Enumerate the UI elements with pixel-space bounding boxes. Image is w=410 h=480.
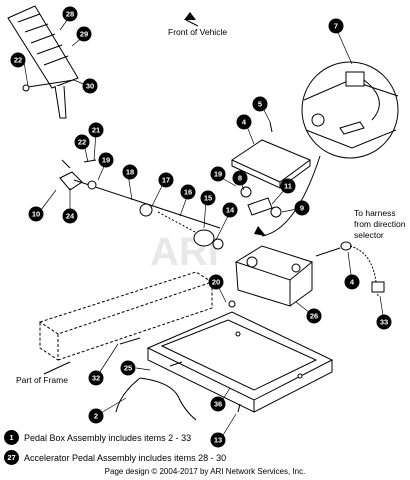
callout-number: 33: [380, 318, 388, 327]
callout-badge: [180, 184, 196, 200]
callout-badge: [200, 190, 216, 206]
callout-badge: [222, 202, 238, 218]
callout-number: 7: [334, 22, 338, 31]
callout-number: 13: [214, 436, 222, 445]
front-arrow-icon: [184, 12, 199, 27]
harness-label-line2: from direction: [354, 219, 406, 229]
callout-number: 29: [80, 30, 88, 39]
callout-number: 19: [214, 170, 222, 179]
callout-badge: [88, 122, 104, 138]
callout-badge: [280, 178, 296, 194]
callout-badge: [122, 164, 138, 180]
callout-number: 16: [184, 188, 192, 197]
callout-badge: [62, 6, 78, 22]
legend-badge: 27: [4, 450, 19, 465]
callout-number: 5: [258, 100, 262, 109]
harness-label-line3: selector: [354, 230, 384, 240]
callout-badge: [28, 206, 44, 222]
front-of-vehicle-label: Front of Vehicle: [168, 27, 227, 37]
detail-inset: [254, 61, 399, 237]
legend-text: Pedal Box Assembly includes items 2 - 33: [24, 432, 192, 443]
callout-number: 15: [204, 194, 212, 203]
callout-number: 17: [162, 176, 170, 185]
callout-badge: [210, 166, 226, 182]
accelerator-pedal: [7, 5, 79, 119]
callout-number: 36: [214, 400, 222, 409]
harness-label-line1: To harness: [354, 208, 396, 218]
callout-number: 22: [14, 56, 22, 65]
callout-badge: [10, 52, 26, 68]
callout-number: 21: [92, 126, 100, 135]
callout-badge: [376, 314, 392, 330]
callout-badge: [208, 274, 224, 290]
callout-number: 30: [86, 82, 94, 91]
callout-number: 4: [242, 118, 247, 127]
callout-badge: [344, 274, 360, 290]
callout-number: 24: [66, 212, 75, 221]
callout-badge: [252, 96, 268, 112]
legend-badge: 1: [4, 430, 19, 445]
callout-number: 28: [66, 10, 74, 19]
callout-badge: [158, 172, 174, 188]
callout-badge: [236, 114, 252, 130]
mounting-plate: [146, 300, 334, 413]
pedal-box-cover: [230, 121, 312, 189]
callout-number: 14: [226, 206, 235, 215]
callout-number: 18: [126, 168, 134, 177]
callout-number: 4: [350, 278, 355, 287]
callout-badge: [210, 432, 226, 448]
legend-text: Accelerator Pedal Assembly includes item…: [24, 452, 227, 463]
callout-badge: [294, 200, 310, 216]
legend-accelerator: 27 Accelerator Pedal Assembly includes i…: [4, 450, 226, 465]
callout-number: 19: [102, 156, 110, 165]
legend-pedal-box: 1 Pedal Box Assembly includes items 2 - …: [4, 430, 191, 445]
callout-badge: [62, 208, 78, 224]
callout-badge: [76, 26, 92, 42]
footer-copyright: Page design © 2004-2017 by ARI Network S…: [104, 467, 306, 476]
throttle-cable: [115, 337, 197, 421]
callout-badge: [120, 360, 136, 376]
callout-badge: [74, 134, 90, 150]
callout-number: 20: [212, 278, 220, 287]
callout-number: 8: [238, 174, 242, 183]
callout-number: 32: [92, 374, 100, 383]
callout-badge: [232, 170, 248, 186]
pedal-rod-assembly: [59, 159, 282, 250]
callout-badge: [328, 18, 344, 34]
callout-badge: [82, 78, 98, 94]
callout-number: 22: [78, 138, 86, 147]
callout-number: 10: [32, 210, 40, 219]
callout-badge: [88, 408, 104, 424]
callout-badge: [88, 370, 104, 386]
callout-number: 9: [300, 204, 304, 213]
callout-number: 26: [310, 312, 318, 321]
callout-badge: [98, 152, 114, 168]
callout-number: 11: [284, 182, 292, 191]
harness-connector: [315, 241, 385, 297]
callout-number: 25: [124, 364, 132, 373]
pedal-box-housing: [234, 245, 314, 307]
callout-badge: [306, 308, 322, 324]
callout-badge: [210, 396, 226, 412]
frame-label: Part of Frame: [16, 375, 68, 385]
callout-number: 2: [94, 412, 98, 421]
